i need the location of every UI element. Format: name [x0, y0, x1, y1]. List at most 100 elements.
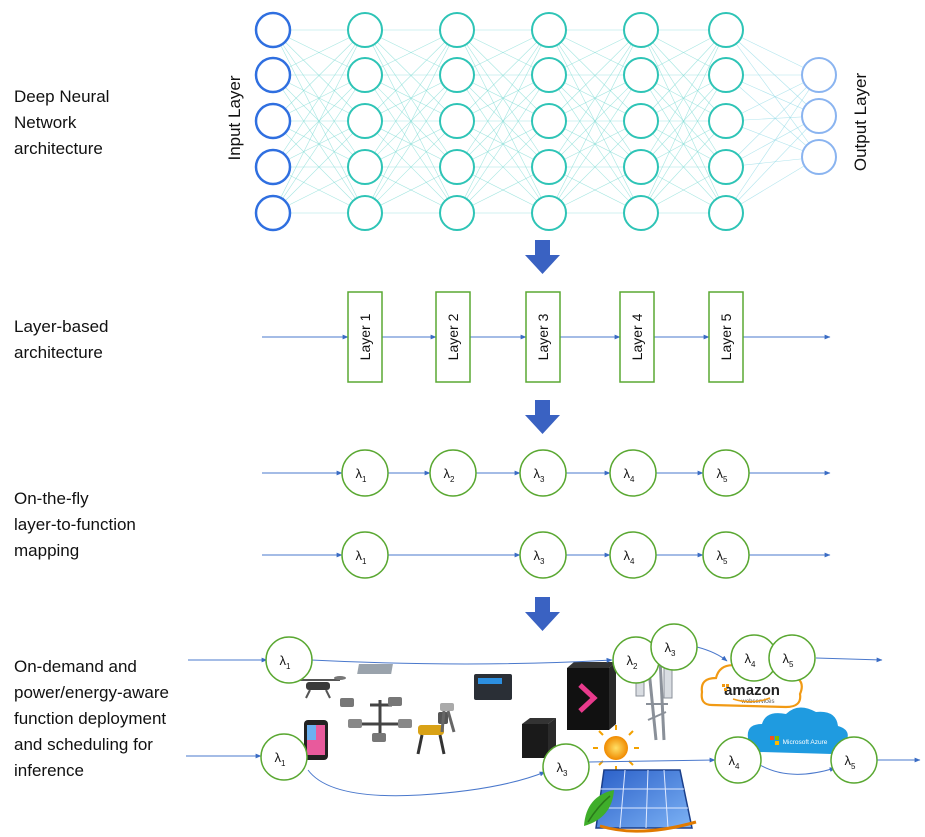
dnn-edge — [272, 29, 366, 168]
dnn-edge — [548, 74, 642, 214]
function-node — [542, 743, 590, 791]
function-subscript: 1 — [362, 475, 367, 484]
flow-arrow — [815, 657, 883, 663]
function-label: λ5 — [783, 651, 795, 669]
robot-dog-icon — [416, 703, 456, 755]
hidden-node — [708, 57, 744, 93]
dnn-edge — [456, 29, 550, 168]
function-subscript: 1 — [286, 662, 291, 671]
dnn-edge — [548, 29, 642, 168]
dnn-edge — [640, 74, 727, 214]
function-label: λ3 — [665, 640, 677, 658]
dnn-edge — [725, 74, 820, 158]
hidden-node — [623, 103, 659, 139]
dnn-edge — [640, 29, 727, 122]
azure-cloud-icon: Microsoft Azure — [747, 707, 848, 754]
hidden-node — [347, 12, 383, 48]
hidden-node — [347, 149, 383, 185]
function-subscript: 5 — [851, 762, 856, 771]
function-label: λ4 — [729, 753, 741, 771]
hidden-node — [347, 103, 383, 139]
function-label: λ3 — [534, 548, 546, 566]
dnn-edge — [548, 29, 642, 214]
phone-icon — [304, 720, 328, 760]
function-node — [341, 449, 389, 497]
function-node — [609, 531, 657, 579]
function-label: λ3 — [534, 466, 546, 484]
function-subscript: 2 — [450, 475, 455, 484]
label-line: inference — [14, 761, 84, 780]
hidden-node — [623, 12, 659, 48]
label-dnn: Deep Neural Network architecture — [14, 84, 109, 162]
camera-rig-icon — [340, 697, 412, 742]
function-subscript: 5 — [723, 557, 728, 566]
function-node — [519, 531, 567, 579]
edge-box-icon — [357, 664, 512, 700]
function-label: λ5 — [845, 753, 857, 771]
hidden-node — [623, 195, 659, 231]
function-node — [260, 733, 308, 781]
dnn-edge — [548, 29, 642, 122]
dnn-edge — [272, 74, 366, 214]
dnn-edge — [725, 29, 820, 158]
flow-arrow — [310, 657, 613, 665]
label-line: Deep Neural — [14, 87, 110, 106]
hidden-node — [708, 12, 744, 48]
hidden-node — [347, 57, 383, 93]
server-icon — [522, 718, 556, 758]
label-line: Network — [14, 113, 77, 132]
input-node — [254, 102, 292, 140]
function-subscript: 1 — [362, 557, 367, 566]
leaf-icon — [584, 790, 614, 826]
hidden-node — [439, 195, 475, 231]
layer-label: Layer 3 — [535, 313, 551, 360]
layer-label: Layer 5 — [718, 313, 734, 360]
dnn-edge — [364, 120, 458, 214]
function-subscript: 3 — [671, 649, 676, 658]
dnn-edge — [725, 74, 820, 214]
function-label: λ4 — [624, 466, 636, 484]
function-node — [341, 531, 389, 579]
hidden-node — [623, 149, 659, 185]
label-line: power/energy-aware — [14, 683, 169, 702]
down-arrow-icon — [525, 240, 560, 274]
dnn-edge — [456, 29, 550, 122]
dnn-edge — [640, 120, 727, 214]
layer-box — [347, 291, 383, 383]
function-label: λ1 — [356, 466, 368, 484]
label-line: architecture — [14, 139, 103, 158]
dnn-edge — [640, 29, 727, 168]
hidden-node — [531, 57, 567, 93]
hidden-node — [708, 195, 744, 231]
hidden-node — [531, 12, 567, 48]
output-node — [801, 98, 837, 134]
hidden-node — [439, 149, 475, 185]
dnn-edge — [364, 74, 458, 214]
function-label: λ2 — [444, 466, 456, 484]
label-line: layer-to-function — [14, 515, 136, 534]
flow-arrow — [696, 646, 728, 662]
dnn-edge — [640, 29, 727, 214]
function-label: λ1 — [356, 548, 368, 566]
function-subscript: 2 — [633, 662, 638, 671]
function-node — [519, 449, 567, 497]
output-layer-label: Output Layer — [851, 73, 870, 172]
label-line: architecture — [14, 343, 103, 362]
function-label: λ4 — [745, 651, 757, 669]
dnn-edge — [725, 115, 820, 214]
function-subscript: 3 — [563, 769, 568, 778]
function-node — [265, 636, 313, 684]
function-subscript: 4 — [630, 475, 635, 484]
hidden-node — [531, 149, 567, 185]
label-line: function deployment — [14, 709, 167, 728]
hidden-node — [708, 103, 744, 139]
dnn-edge — [456, 29, 550, 214]
hidden-node — [439, 57, 475, 93]
function-subscript: 3 — [540, 475, 545, 484]
function-node — [714, 736, 762, 784]
dnn-edge — [725, 156, 820, 214]
